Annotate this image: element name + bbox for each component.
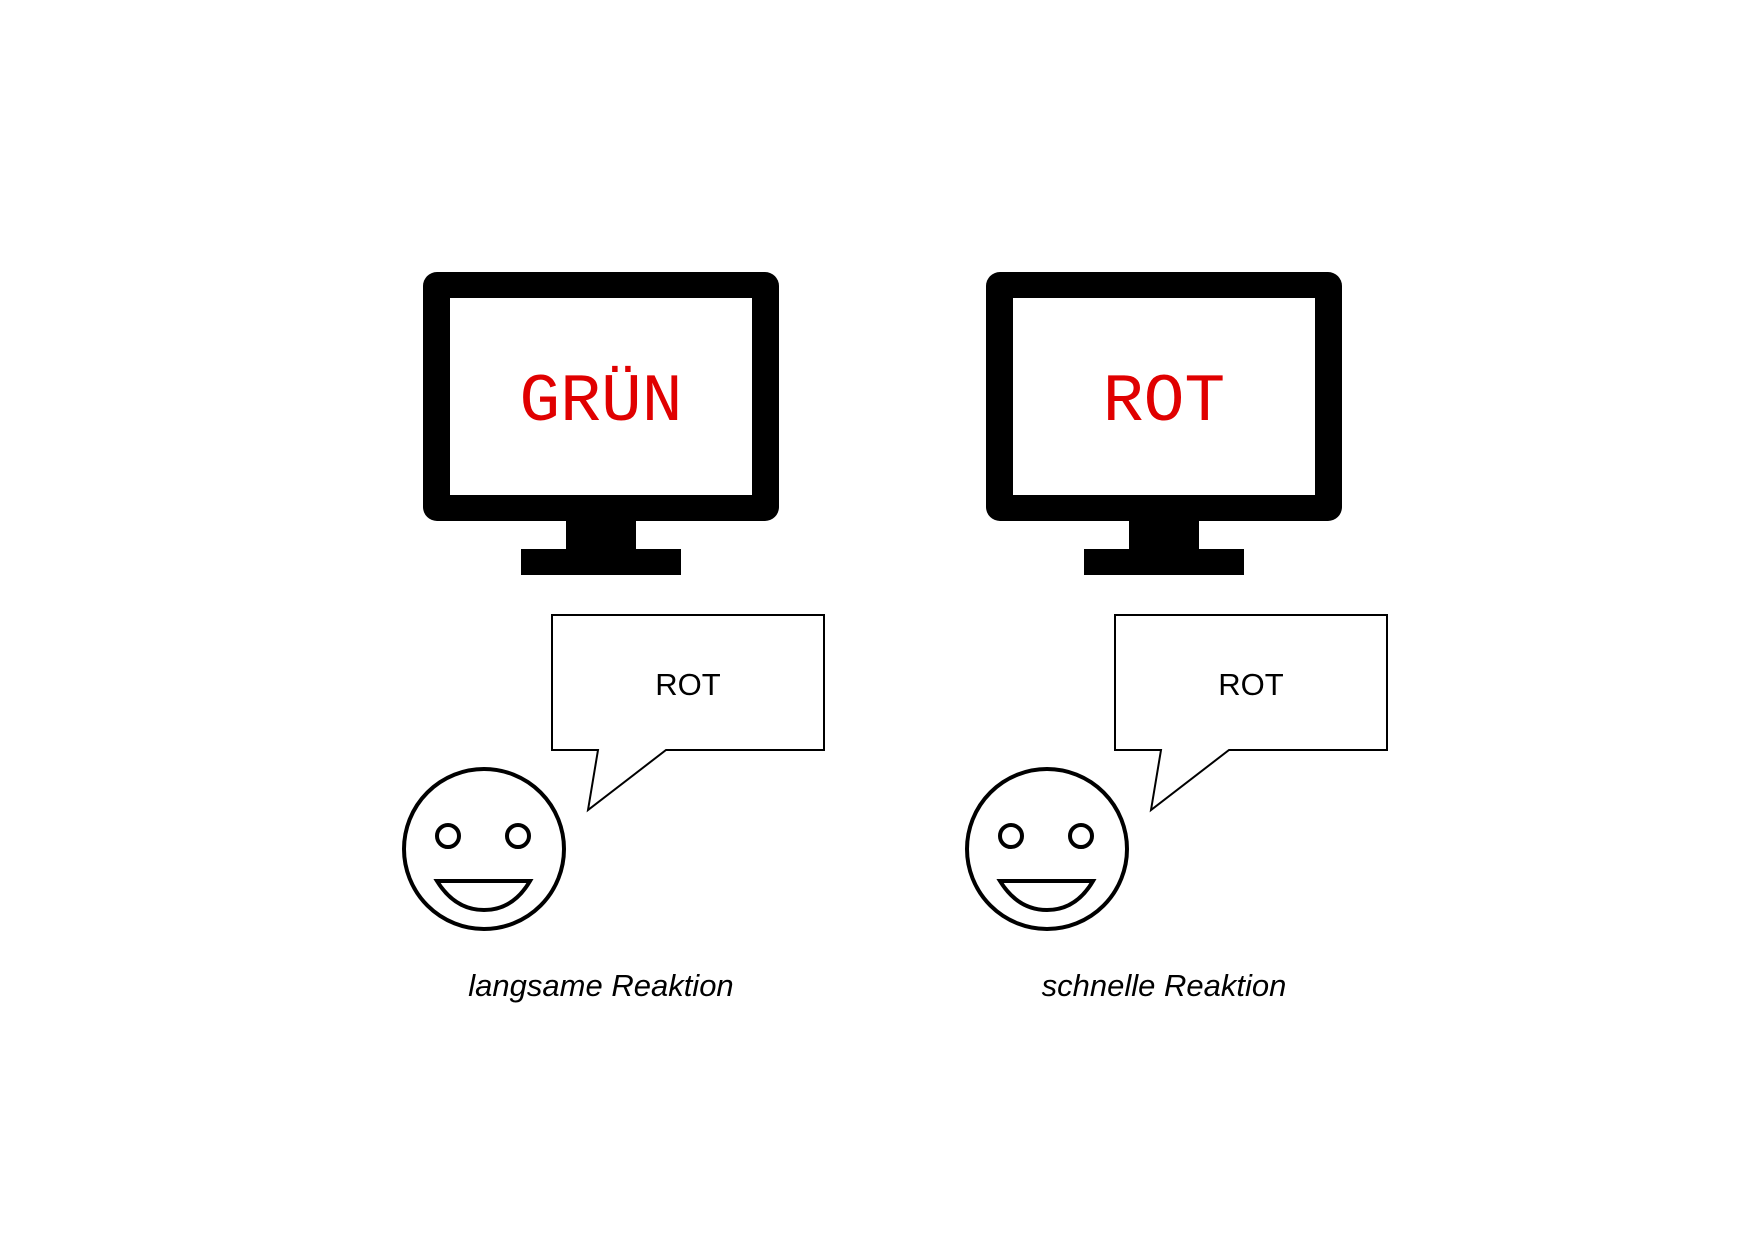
- monitor-icon: [423, 272, 779, 575]
- monitor-icon: [986, 272, 1342, 575]
- speech-text: ROT: [655, 667, 721, 702]
- caption: langsame Reaktion: [468, 968, 733, 1003]
- panel-slow: GRÜN ROT langsame Reaktion: [402, 272, 825, 1003]
- screen-word: GRÜN: [519, 364, 682, 441]
- speech-text: ROT: [1218, 667, 1284, 702]
- panel-fast: ROT ROT schnelle Reaktion: [965, 272, 1388, 1003]
- smiley-face-icon: [402, 767, 566, 931]
- screen-word: ROT: [1103, 364, 1225, 441]
- smiley-face-icon: [965, 767, 1129, 931]
- speech-bubble: [1114, 614, 1388, 813]
- speech-bubble: [551, 614, 825, 813]
- caption: schnelle Reaktion: [1042, 968, 1287, 1003]
